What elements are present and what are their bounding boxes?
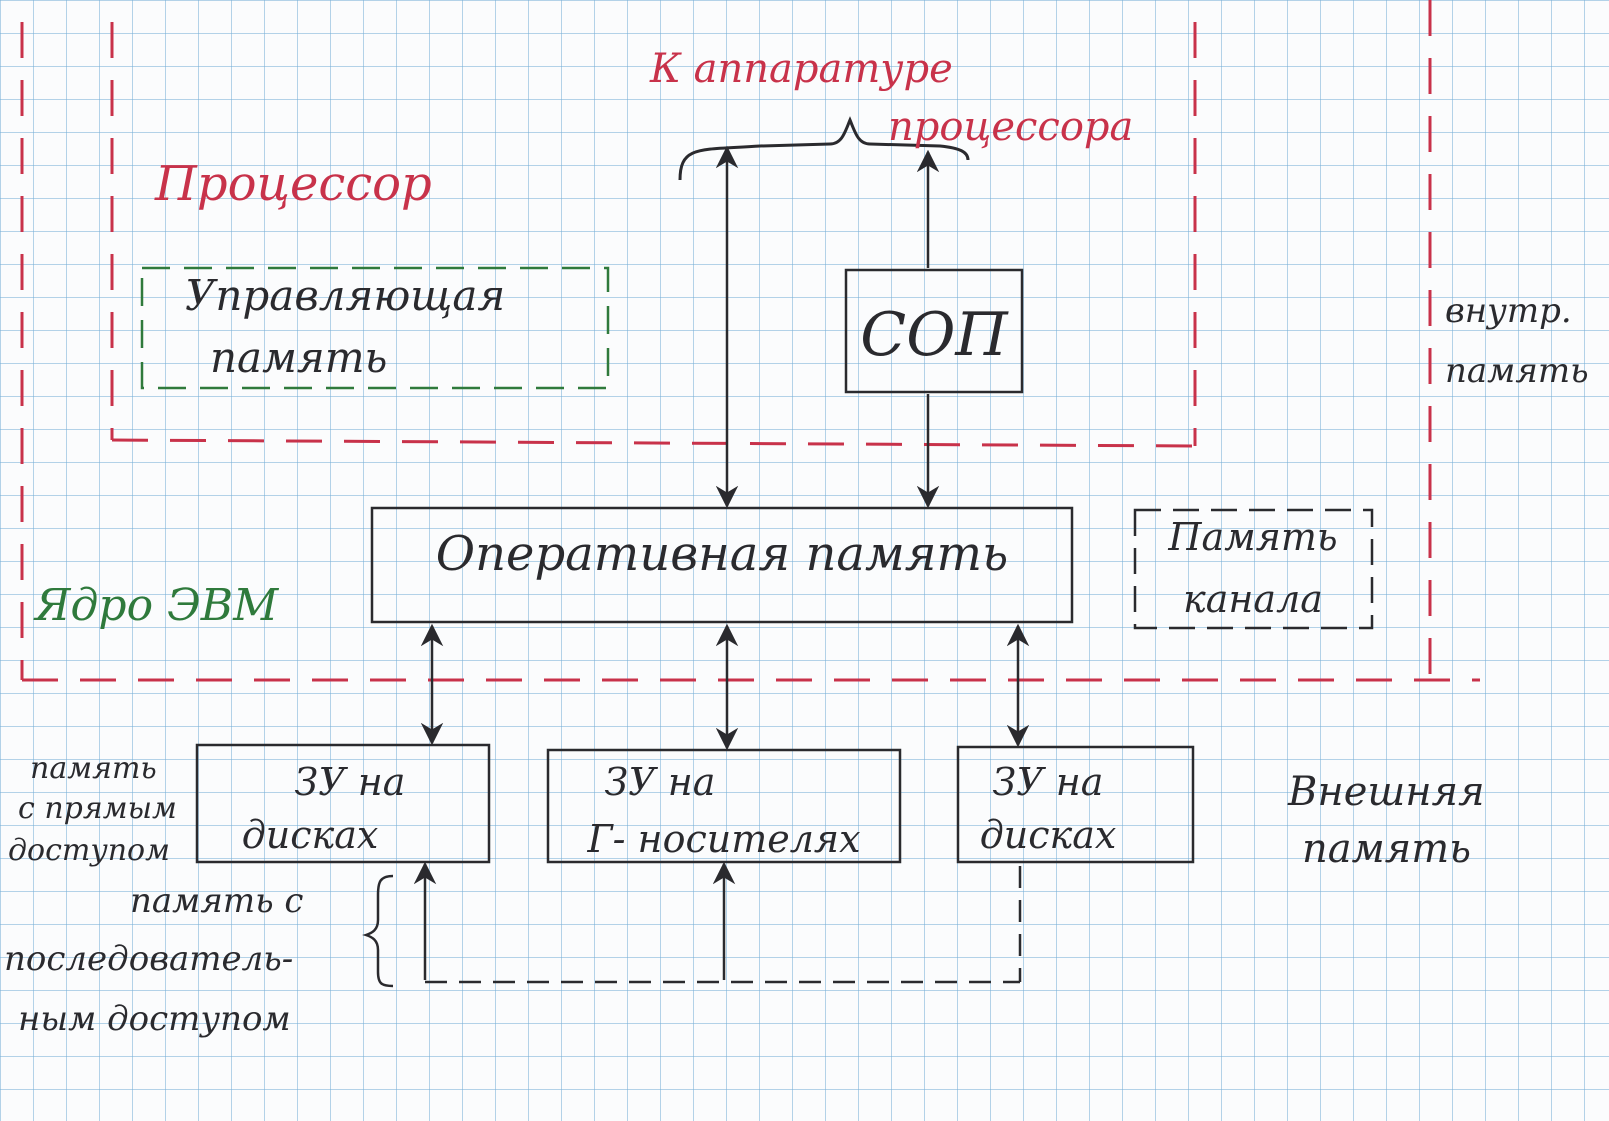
connection-arrows — [413, 145, 1030, 980]
processor-label: Процессор — [154, 156, 432, 212]
sequential-access-line-3: ным доступом — [18, 999, 291, 1039]
main-memory-label: Оперативная память — [436, 526, 1008, 582]
external-memory-label-line-2: память — [1302, 826, 1471, 872]
internal-memory-label-line-1: внутр. — [1445, 291, 1572, 331]
channel-memory-line-2: канала — [1183, 577, 1323, 621]
direct-access-line-1: память — [30, 751, 157, 786]
sequential-access-line-1: память с — [130, 881, 303, 921]
disk-storage-right-line-2: дисках — [980, 813, 1117, 857]
processor-boundary — [110, 22, 1197, 448]
header-line-1: К аппаратуре — [649, 46, 953, 92]
sop-box — [844, 268, 1024, 394]
control-memory-line-2: память — [210, 333, 387, 382]
core-label: Ядро ЭВМ — [33, 580, 279, 631]
hardware-brace — [678, 116, 970, 181]
disk-storage-left-line-2: дисках — [242, 813, 379, 857]
sequential-access-line-2: последователь- — [4, 939, 293, 979]
disk-storage-right-line-1: ЗУ на — [993, 760, 1104, 804]
direct-access-line-2: с прямым — [18, 791, 177, 826]
direct-access-line-3: доступом — [8, 833, 170, 868]
sequential-access-brace — [362, 874, 394, 988]
disk-storage-left-box — [195, 743, 491, 864]
sequential-access-bus — [425, 866, 1022, 984]
core-boundary — [20, 22, 1480, 682]
external-memory-label-line-1: Внешняя — [1287, 769, 1485, 815]
tape-storage-line-2: Г- носителях — [586, 817, 860, 861]
sop-label: СОП — [860, 300, 1009, 370]
disk-storage-right-box — [956, 745, 1195, 864]
header-line-2: процессора — [888, 104, 1133, 150]
disk-storage-left-line-1: ЗУ на — [295, 760, 406, 804]
tape-storage-line-1: ЗУ на — [605, 760, 716, 804]
internal-memory-label-line-2: память — [1445, 351, 1589, 391]
control-memory-box — [140, 266, 610, 390]
channel-memory-line-1: Память — [1167, 515, 1337, 559]
control-memory-line-1: Управляющая — [185, 271, 505, 320]
channel-memory-box — [1133, 508, 1374, 630]
